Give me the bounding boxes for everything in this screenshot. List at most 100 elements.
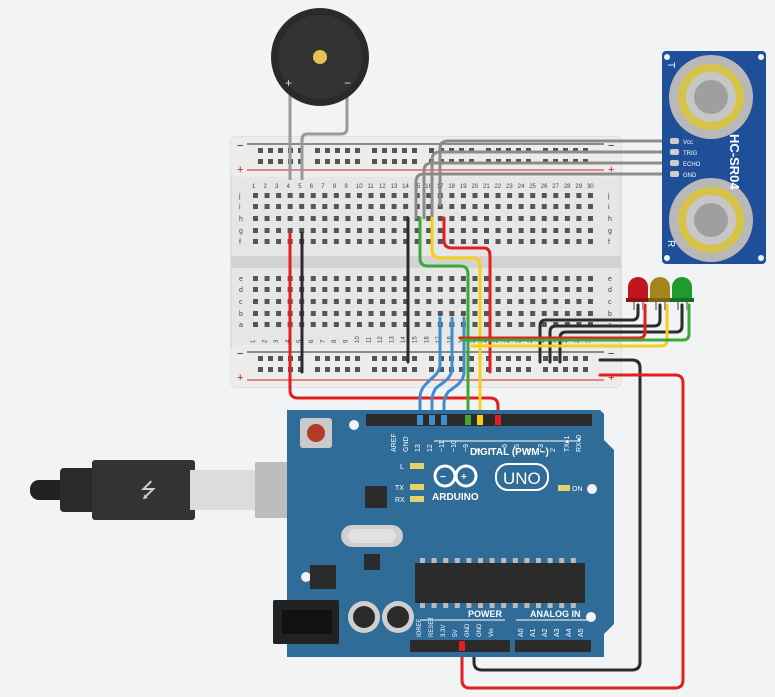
breadboard-hole[interactable] [553, 311, 559, 316]
breadboard-hole[interactable] [472, 193, 478, 198]
breadboard-hole[interactable] [322, 216, 328, 221]
breadboard-hole[interactable] [356, 193, 362, 198]
breadboard-hole[interactable] [541, 193, 547, 198]
breadboard-hole[interactable] [495, 193, 501, 198]
wire-red-vcc[interactable] [442, 216, 492, 374]
breadboard-hole[interactable] [345, 216, 351, 221]
breadboard-hole[interactable] [587, 193, 593, 198]
breadboard-hole[interactable] [264, 311, 270, 316]
rail-hole[interactable] [543, 367, 548, 372]
breadboard-hole[interactable] [380, 299, 386, 304]
breadboard-hole[interactable] [414, 311, 420, 316]
rail-hole[interactable] [412, 148, 417, 153]
breadboard-hole[interactable] [518, 239, 524, 244]
breadboard-hole[interactable] [576, 216, 582, 221]
breadboard-hole[interactable] [449, 311, 455, 316]
rail-hole[interactable] [526, 367, 531, 372]
breadboard-hole[interactable] [472, 287, 478, 292]
breadboard-hole[interactable] [310, 204, 316, 209]
breadboard-hole[interactable] [380, 276, 386, 281]
rail-hole[interactable] [278, 148, 283, 153]
breadboard-hole[interactable] [403, 299, 409, 304]
rail-hole[interactable] [315, 159, 320, 164]
rail-hole[interactable] [258, 159, 263, 164]
breadboard-hole[interactable] [414, 287, 420, 292]
breadboard-hole[interactable] [356, 228, 362, 233]
led-green[interactable] [670, 277, 694, 310]
breadboard-hole[interactable] [437, 287, 443, 292]
breadboard-hole[interactable] [564, 204, 570, 209]
breadboard-hole[interactable] [333, 228, 339, 233]
breadboard-hole[interactable] [530, 193, 536, 198]
breadboard-hole[interactable] [518, 299, 524, 304]
breadboard-hole[interactable] [518, 216, 524, 221]
breadboard-hole[interactable] [484, 299, 489, 304]
breadboard-hole[interactable] [576, 228, 582, 233]
rail-hole[interactable] [372, 148, 377, 153]
breadboard-hole[interactable] [276, 239, 282, 244]
breadboard-hole[interactable] [391, 287, 397, 292]
breadboard-hole[interactable] [553, 204, 559, 209]
power-jack[interactable] [273, 600, 339, 644]
rail-hole[interactable] [325, 148, 330, 153]
breadboard-hole[interactable] [345, 204, 351, 209]
breadboard-hole[interactable] [264, 322, 270, 327]
breadboard-hole[interactable] [530, 287, 536, 292]
breadboard-hole[interactable] [576, 287, 582, 292]
breadboard-hole[interactable] [472, 204, 478, 209]
breadboard-hole[interactable] [414, 228, 420, 233]
breadboard-hole[interactable] [472, 276, 478, 281]
breadboard-hole[interactable] [391, 193, 397, 198]
breadboard-hole[interactable] [564, 276, 570, 281]
breadboard-hole[interactable] [437, 311, 443, 316]
breadboard-hole[interactable] [276, 216, 282, 221]
breadboard-hole[interactable] [276, 204, 282, 209]
piezo-buzzer[interactable]: + − [271, 8, 369, 180]
wire-led-amber-gnd[interactable] [548, 303, 662, 364]
breadboard-hole[interactable] [264, 287, 270, 292]
breadboard-hole[interactable] [426, 276, 432, 281]
rail-hole[interactable] [325, 356, 330, 361]
breadboard-hole[interactable] [426, 287, 432, 292]
breadboard-hole[interactable] [437, 228, 443, 233]
breadboard-hole[interactable] [391, 322, 397, 327]
breadboard-hole[interactable] [460, 204, 466, 209]
rail-hole[interactable] [258, 356, 263, 361]
breadboard-hole[interactable] [276, 287, 282, 292]
breadboard-hole[interactable] [507, 287, 513, 292]
breadboard-hole[interactable] [495, 322, 501, 327]
wire-green-pin9[interactable] [418, 216, 470, 422]
breadboard-hole[interactable] [253, 322, 258, 327]
breadboard-hole[interactable] [333, 299, 339, 304]
breadboard-hole[interactable] [495, 299, 501, 304]
breadboard-hole[interactable] [576, 204, 582, 209]
breadboard-hole[interactable] [322, 311, 328, 316]
breadboard-hole[interactable] [380, 287, 386, 292]
breadboard-hole[interactable] [426, 299, 432, 304]
rail-hole[interactable] [583, 367, 588, 372]
breadboard-hole[interactable] [276, 193, 282, 198]
rail-hole[interactable] [345, 148, 350, 153]
breadboard-hole[interactable] [253, 276, 258, 281]
breadboard-hole[interactable] [484, 287, 489, 292]
breadboard-hole[interactable] [356, 204, 362, 209]
breadboard-hole[interactable] [264, 204, 270, 209]
breadboard-hole[interactable] [322, 299, 328, 304]
breadboard-hole[interactable] [472, 239, 478, 244]
rail-hole[interactable] [412, 159, 417, 164]
breadboard-hole[interactable] [368, 276, 374, 281]
wire-yellow-pin8[interactable] [430, 216, 482, 422]
rail-hole[interactable] [573, 367, 578, 372]
rail-hole[interactable] [459, 356, 464, 361]
rail-hole[interactable] [429, 148, 434, 153]
breadboard-hole[interactable] [333, 239, 339, 244]
rail-hole[interactable] [459, 367, 464, 372]
breadboard-hole[interactable] [541, 228, 547, 233]
breadboard-hole[interactable] [403, 311, 409, 316]
breadboard-hole[interactable] [507, 228, 513, 233]
breadboard-hole[interactable] [484, 276, 489, 281]
wire-buzzer-red[interactable] [288, 231, 500, 422]
breadboard-hole[interactable] [587, 311, 593, 316]
wire-sensor-gnd[interactable] [414, 172, 670, 220]
